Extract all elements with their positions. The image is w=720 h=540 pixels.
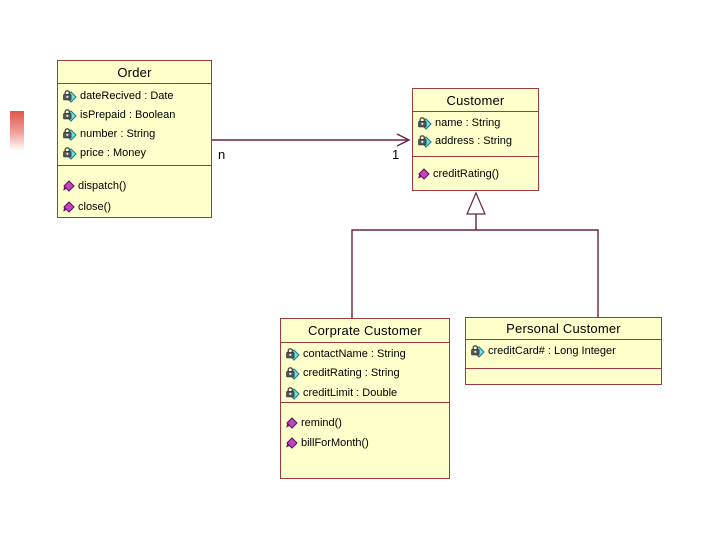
operation-diamond-icon <box>286 437 298 449</box>
operation-diamond-icon <box>418 168 430 180</box>
operation-label: billForMonth() <box>301 437 369 449</box>
operation-row: dispatch() <box>58 175 211 196</box>
attribute-row: number : String <box>58 124 211 143</box>
class-title: Personal Customer <box>466 318 661 340</box>
class-box-corporate-customer: Corprate Customer contactName : String c… <box>280 318 450 479</box>
operation-row: remind() <box>281 413 449 433</box>
attribute-row: contactName : String <box>281 344 449 364</box>
operations-compartment: creditRating() <box>413 157 538 190</box>
attribute-row: creditCard# : Long Integer <box>466 342 661 360</box>
attribute-label: dateRecived : Date <box>80 89 174 102</box>
private-attribute-lock-icon <box>286 347 300 361</box>
attribute-label: creditRating : String <box>303 367 400 380</box>
attribute-row: creditRating : String <box>281 364 449 384</box>
class-title: Order <box>58 61 211 84</box>
class-box-customer: Customer name : String address : String <box>412 88 539 191</box>
private-attribute-lock-icon <box>63 108 77 122</box>
operation-row: billForMonth() <box>281 433 449 453</box>
private-attribute-lock-icon <box>418 135 432 148</box>
private-attribute-lock-icon <box>471 345 485 358</box>
operation-row: creditRating() <box>413 165 538 183</box>
class-box-order: Order dateRecived : Date isPrepaid : Boo… <box>57 60 212 218</box>
operation-label: dispatch() <box>78 179 127 192</box>
private-attribute-lock-icon <box>63 89 77 103</box>
attribute-row: isPrepaid : Boolean <box>58 105 211 124</box>
attribute-label: name : String <box>435 117 501 129</box>
attribute-row: creditLimit : Double <box>281 383 449 403</box>
attribute-row: price : Money <box>58 143 211 162</box>
operation-row: close() <box>58 196 211 217</box>
class-title: Corprate Customer <box>281 319 449 343</box>
private-attribute-lock-icon <box>286 386 300 400</box>
attribute-row: dateRecived : Date <box>58 86 211 105</box>
class-title: Customer <box>413 89 538 112</box>
operation-label: close() <box>78 200 112 213</box>
private-attribute-lock-icon <box>63 146 77 160</box>
attribute-label: isPrepaid : Boolean <box>80 108 176 121</box>
private-attribute-lock-icon <box>286 367 300 380</box>
attribute-label: creditLimit : Double <box>303 386 398 399</box>
private-attribute-lock-icon <box>418 117 432 130</box>
association-multiplicity-1: 1 <box>392 147 400 162</box>
attribute-label: price : Money <box>80 146 147 159</box>
generalization-triangle-icon <box>466 191 486 215</box>
slide-accent-bar <box>10 111 24 151</box>
attribute-row: address : String <box>413 132 538 150</box>
attribute-label: address : String <box>435 135 513 147</box>
operation-diamond-icon <box>286 417 298 429</box>
attribute-label: contactName : String <box>303 347 406 360</box>
operations-compartment: remind() billForMonth() <box>281 403 449 478</box>
attributes-compartment: name : String address : String <box>413 112 538 157</box>
generalization-branch-lines <box>351 229 599 318</box>
attribute-label: number : String <box>80 127 156 140</box>
attributes-compartment: creditCard# : Long Integer <box>466 340 661 369</box>
operation-label: creditRating() <box>433 168 500 180</box>
attributes-compartment: dateRecived : Date isPrepaid : Boolean n… <box>58 84 211 166</box>
private-attribute-lock-icon <box>63 127 77 141</box>
operations-compartment: dispatch() close() <box>58 166 211 217</box>
operation-label: remind() <box>301 417 342 429</box>
association-open-arrowhead-icon <box>396 133 411 147</box>
attribute-label: creditCard# : Long Integer <box>488 345 616 357</box>
association-multiplicity-n: n <box>218 147 226 162</box>
class-box-personal-customer: Personal Customer creditCard# : Long Int… <box>465 317 662 385</box>
attributes-compartment: contactName : String creditRating : Stri… <box>281 343 449 403</box>
operation-diamond-icon <box>63 200 75 213</box>
operations-compartment-empty <box>466 369 661 384</box>
attribute-row: name : String <box>413 114 538 132</box>
operation-diamond-icon <box>63 179 75 192</box>
